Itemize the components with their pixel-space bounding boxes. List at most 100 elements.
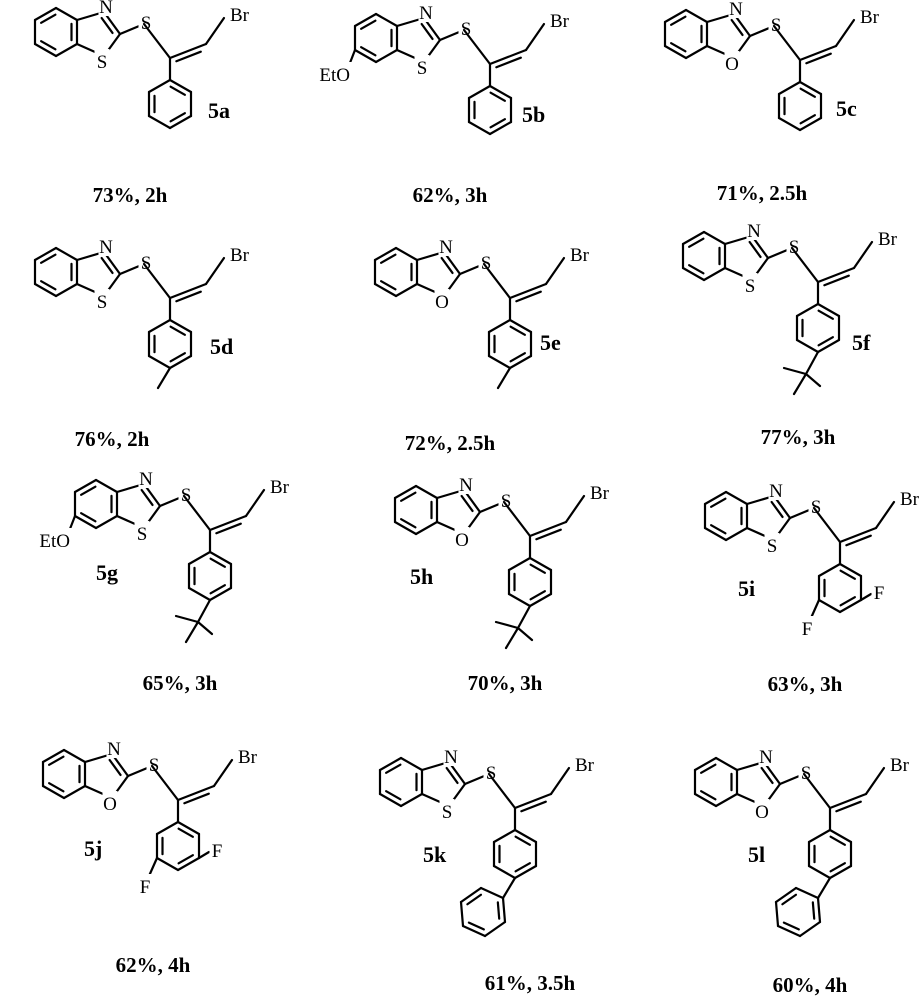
compound-number: 5h [410,564,433,589]
sulfur-linker-atom: S [461,19,472,40]
atom-label-bg [856,4,882,26]
atom-label-bg [317,62,354,84]
atom-label-bg [138,466,154,488]
double-bond [529,590,546,601]
benzo-bond [702,266,727,282]
double-bond [829,835,846,846]
yield-time-label: 76%, 2h [75,427,150,451]
benzo-bond [374,12,399,28]
benzo-bond [378,756,403,772]
aryl-ring-bond [492,864,517,880]
double-bond [799,87,816,98]
compound-number: 5f [852,330,871,355]
double-bond [209,557,226,568]
atom-label-bg [478,250,494,272]
double-bond [509,352,526,363]
vinyl-bond [176,784,216,802]
atom-label-bg [886,752,912,774]
linker-bond [482,262,512,300]
atom-label-bg [458,16,474,38]
double-bond [169,112,186,123]
compound-number: 5b [522,102,545,127]
atom-label-bg [414,55,430,77]
aryl-ring-bond [467,84,492,100]
double-bond [688,237,705,248]
vinyl-bond [508,282,548,300]
c-f-bond [147,856,159,878]
aryl-ring-bond [155,856,180,872]
aryl-ring-bond [795,338,820,354]
double-bond [360,46,377,57]
linker-bond [150,764,180,802]
double-bond [730,18,744,37]
aryl-ring-bond [155,820,180,836]
compound-number: 5l [748,842,765,867]
c-br-bond [524,22,546,52]
benzo-bond [54,42,79,58]
aryl-ring-bond [176,856,201,872]
double-bond [710,524,727,535]
aryl-ring-bond [828,828,853,844]
linker-bond [462,28,492,66]
atom-label-bg [724,51,740,73]
vinyl-bond [168,42,208,60]
nitrogen-atom: N [769,481,783,502]
compound-number: 5d [210,334,233,359]
biaryl-ring-bond [774,886,798,904]
yield-time-label: 73%, 2h [93,183,168,207]
benzo-bond [41,784,66,800]
sulfur-linker-atom: S [141,253,152,274]
compound-number: 5k [423,842,447,867]
sulfur-atom: S [442,802,453,823]
double-bond [845,534,872,547]
double-bond [509,325,526,336]
double-bond [48,782,65,793]
atom-label-bg [443,744,459,766]
benzo-bond [54,282,79,298]
atom-label-bg [98,0,114,16]
aryl-ring-bond [492,828,517,844]
c-br-bond [204,256,226,286]
double-bond [748,240,762,259]
benzo-bond [693,792,718,808]
atom-label-bg [764,533,780,555]
double-bond [169,85,186,96]
double-bond [215,522,242,535]
double-bond [514,835,531,846]
atom-label-bg [226,2,252,24]
yield-time-label: 63%, 3h [768,672,843,696]
double-bond [177,827,194,838]
c-br-bond [212,758,234,788]
aryl-ring-bond [208,550,233,566]
benzo-bond [414,484,439,500]
compound-number: 5g [96,560,118,585]
benzo-bond [724,490,749,506]
double-bond [489,118,506,129]
nitrogen-atom: N [459,475,473,496]
benzo-bond [33,246,58,262]
benzo-bond [374,48,399,64]
vinyl-bond [488,48,528,66]
linker-bond [802,772,832,810]
c-f-bond [859,592,873,602]
biaryl-ring-bond [483,920,507,938]
vinyl-bond [798,44,838,62]
double-bond [420,22,434,41]
ethoxy-group: EtO [319,65,350,86]
biaryl-ring-bond [459,886,483,904]
aryl-ring-bond [816,338,841,354]
double-bond [535,528,562,541]
tbutyl-bond [516,626,534,642]
bromine-atom: Br [270,477,290,498]
benzo-bond [394,282,419,298]
biaryl-ring-bond [461,924,487,938]
tbutyl-bond [804,350,820,376]
benzo-bond [714,792,739,808]
atom-label-bg [234,744,260,766]
bromine-atom: Br [900,489,920,510]
